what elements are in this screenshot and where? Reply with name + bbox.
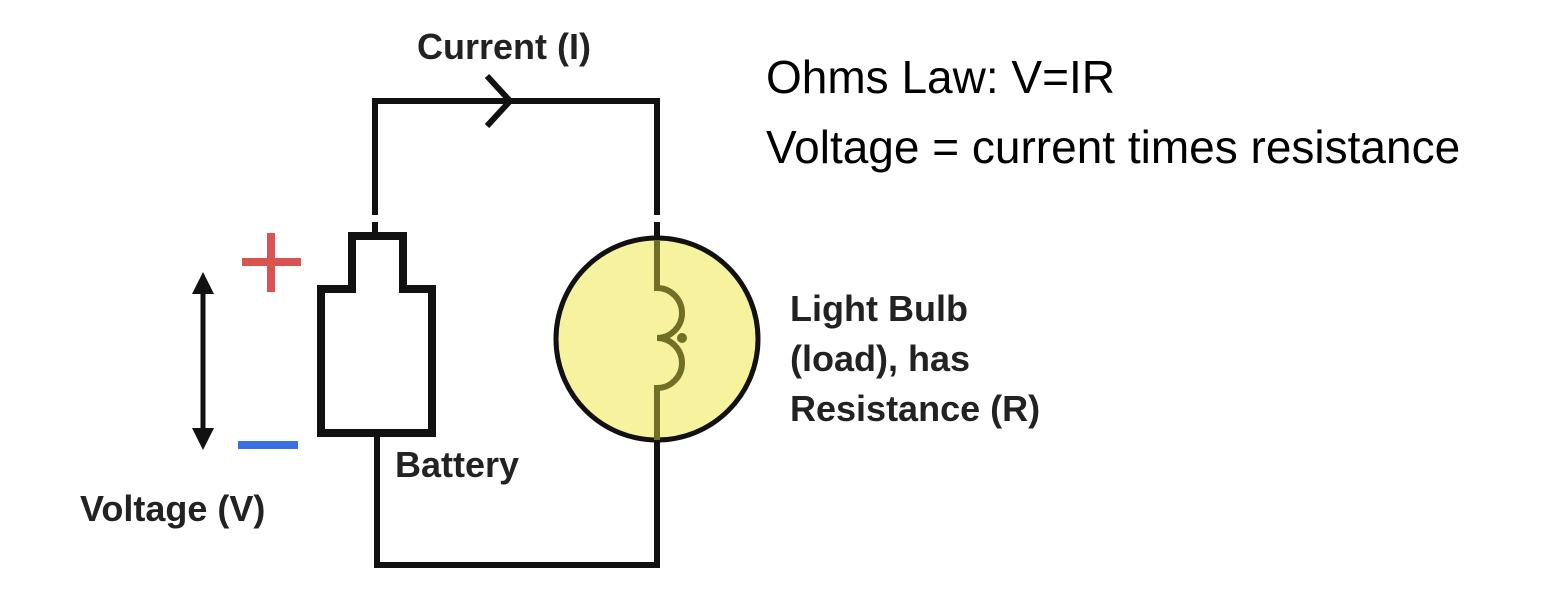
bulb-label-line-1: Light Bulb — [790, 288, 968, 329]
current-arrow-icon — [484, 73, 515, 129]
voltage-label: Voltage (V) — [80, 488, 265, 529]
bulb-label-line-2: (load), has — [790, 338, 970, 379]
bulb-label-line-3: Resistance (R) — [790, 388, 1040, 429]
ohms-law-explanation: Voltage = current times resistance — [766, 121, 1461, 173]
battery-icon — [317, 232, 436, 437]
top-wire — [372, 98, 660, 215]
voltage-double-arrow-icon — [192, 272, 214, 450]
filament-node-icon — [677, 333, 687, 343]
current-label: Current (I) — [417, 26, 591, 67]
filament-icon — [654, 240, 686, 440]
ohms-law-formula: Ohms Law: V=IR — [766, 51, 1115, 103]
bottom-wire — [374, 433, 660, 568]
battery-label: Battery — [395, 444, 519, 485]
plus-icon — [242, 233, 301, 292]
